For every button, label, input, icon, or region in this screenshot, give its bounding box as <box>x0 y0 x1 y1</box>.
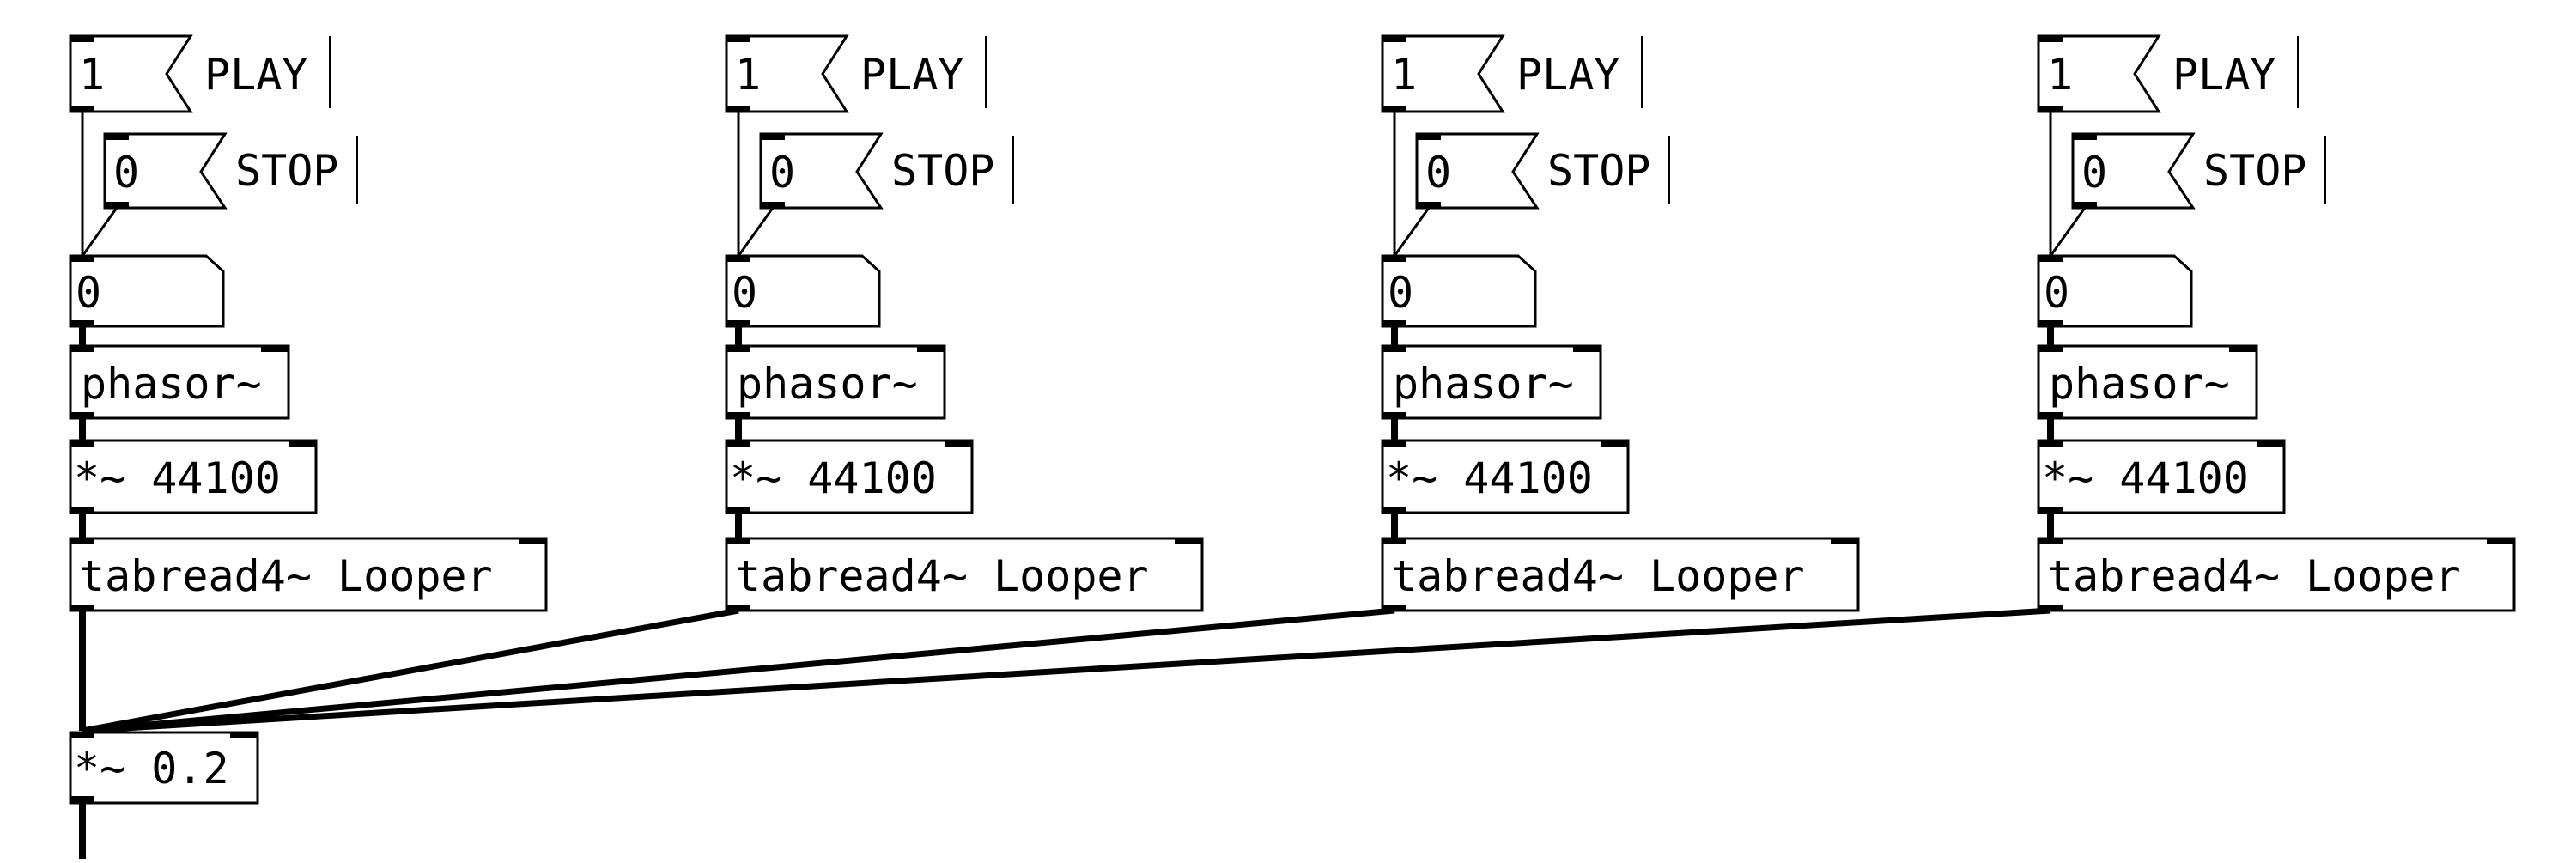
play-message[interactable]: 1 PLAY <box>1381 34 1643 113</box>
patch-cord[interactable] <box>2049 207 2087 257</box>
phasor-label: phasor~ <box>2049 359 2230 409</box>
patch-cord[interactable] <box>81 207 118 257</box>
tabread-label: tabread4~ Looper <box>79 551 493 601</box>
play-label: PLAY <box>860 50 963 100</box>
float-atom[interactable]: 0 <box>1381 254 1537 328</box>
tabread-label: tabread4~ Looper <box>735 551 1149 601</box>
multiply-object[interactable]: *~ 44100 <box>69 439 318 514</box>
float-atom-value: 0 <box>1388 268 1413 318</box>
stop-label: STOP <box>2203 146 2306 196</box>
stop-message[interactable]: 0 STOP <box>1415 132 1670 210</box>
tabread-object[interactable]: tabread4~ Looper <box>1381 537 1860 612</box>
stop-message[interactable]: 0 STOP <box>2071 132 2326 210</box>
play-message[interactable]: 1 PLAY <box>69 34 331 113</box>
stop-value: 0 <box>2081 148 2107 198</box>
patch-column-1: 1 PLAY 0 STOP 0 phasor~ <box>69 34 548 612</box>
patch-cord[interactable] <box>737 207 775 257</box>
multiply-object[interactable]: *~ 44100 <box>2037 439 2286 514</box>
tabread-object[interactable]: tabread4~ Looper <box>69 537 548 612</box>
float-atom-value: 0 <box>732 268 757 318</box>
play-value: 1 <box>2047 50 2073 100</box>
float-atom[interactable]: 0 <box>2037 254 2193 328</box>
patch-column-4: 1 PLAY 0 STOP 0 phasor~ <box>2037 34 2516 612</box>
float-atom-value: 0 <box>76 268 101 318</box>
signal-cord[interactable] <box>82 607 1395 734</box>
stop-value: 0 <box>113 148 139 198</box>
multiply-label: *~ 44100 <box>74 453 281 503</box>
phasor-object[interactable]: phasor~ <box>2037 344 2258 420</box>
play-value: 1 <box>79 50 105 100</box>
tabread-object[interactable]: tabread4~ Looper <box>2037 537 2516 612</box>
play-message[interactable]: 1 PLAY <box>725 34 987 113</box>
play-label: PLAY <box>1516 50 1619 100</box>
multiply-object[interactable]: *~ 44100 <box>1381 439 1630 514</box>
phasor-object[interactable]: phasor~ <box>1381 344 1602 420</box>
patch-column-2: 1 PLAY 0 STOP 0 phasor~ <box>725 34 1204 612</box>
stop-message[interactable]: 0 STOP <box>103 132 358 210</box>
stop-message[interactable]: 0 STOP <box>759 132 1014 210</box>
multiply-label: *~ 44100 <box>730 453 937 503</box>
stop-label: STOP <box>1547 146 1650 196</box>
play-label: PLAY <box>204 50 307 100</box>
phasor-label: phasor~ <box>1393 359 1574 409</box>
multiply-label: *~ 44100 <box>2042 453 2249 503</box>
float-atom[interactable]: 0 <box>69 254 225 328</box>
float-atom-value: 0 <box>2044 268 2069 318</box>
tabread-label: tabread4~ Looper <box>1391 551 1805 601</box>
phasor-label: phasor~ <box>737 359 918 409</box>
tabread-label: tabread4~ Looper <box>2047 551 2461 601</box>
float-atom[interactable]: 0 <box>725 254 881 328</box>
stop-label: STOP <box>891 146 994 196</box>
multiply-label: *~ 44100 <box>1386 453 1593 503</box>
phasor-object[interactable]: phasor~ <box>69 344 290 420</box>
signal-cord[interactable] <box>82 607 739 734</box>
stop-value: 0 <box>769 148 795 198</box>
play-value: 1 <box>735 50 761 100</box>
signal-cord[interactable] <box>82 607 2051 734</box>
mixer-label: *~ 0.2 <box>74 744 229 793</box>
patch-cord[interactable] <box>1393 207 1431 257</box>
stop-label: STOP <box>235 146 338 196</box>
play-label: PLAY <box>2172 50 2275 100</box>
mixer-object[interactable]: *~ 0.2 <box>69 731 259 805</box>
phasor-label: phasor~ <box>81 359 262 409</box>
phasor-object[interactable]: phasor~ <box>725 344 946 420</box>
mixer-cords <box>79 607 2051 859</box>
stop-value: 0 <box>1425 148 1451 198</box>
tabread-object[interactable]: tabread4~ Looper <box>725 537 1204 612</box>
play-message[interactable]: 1 PLAY <box>2037 34 2299 113</box>
play-value: 1 <box>1391 50 1417 100</box>
patch-column-3: 1 PLAY 0 STOP 0 phasor~ <box>1381 34 1860 612</box>
multiply-object[interactable]: *~ 44100 <box>725 439 974 514</box>
